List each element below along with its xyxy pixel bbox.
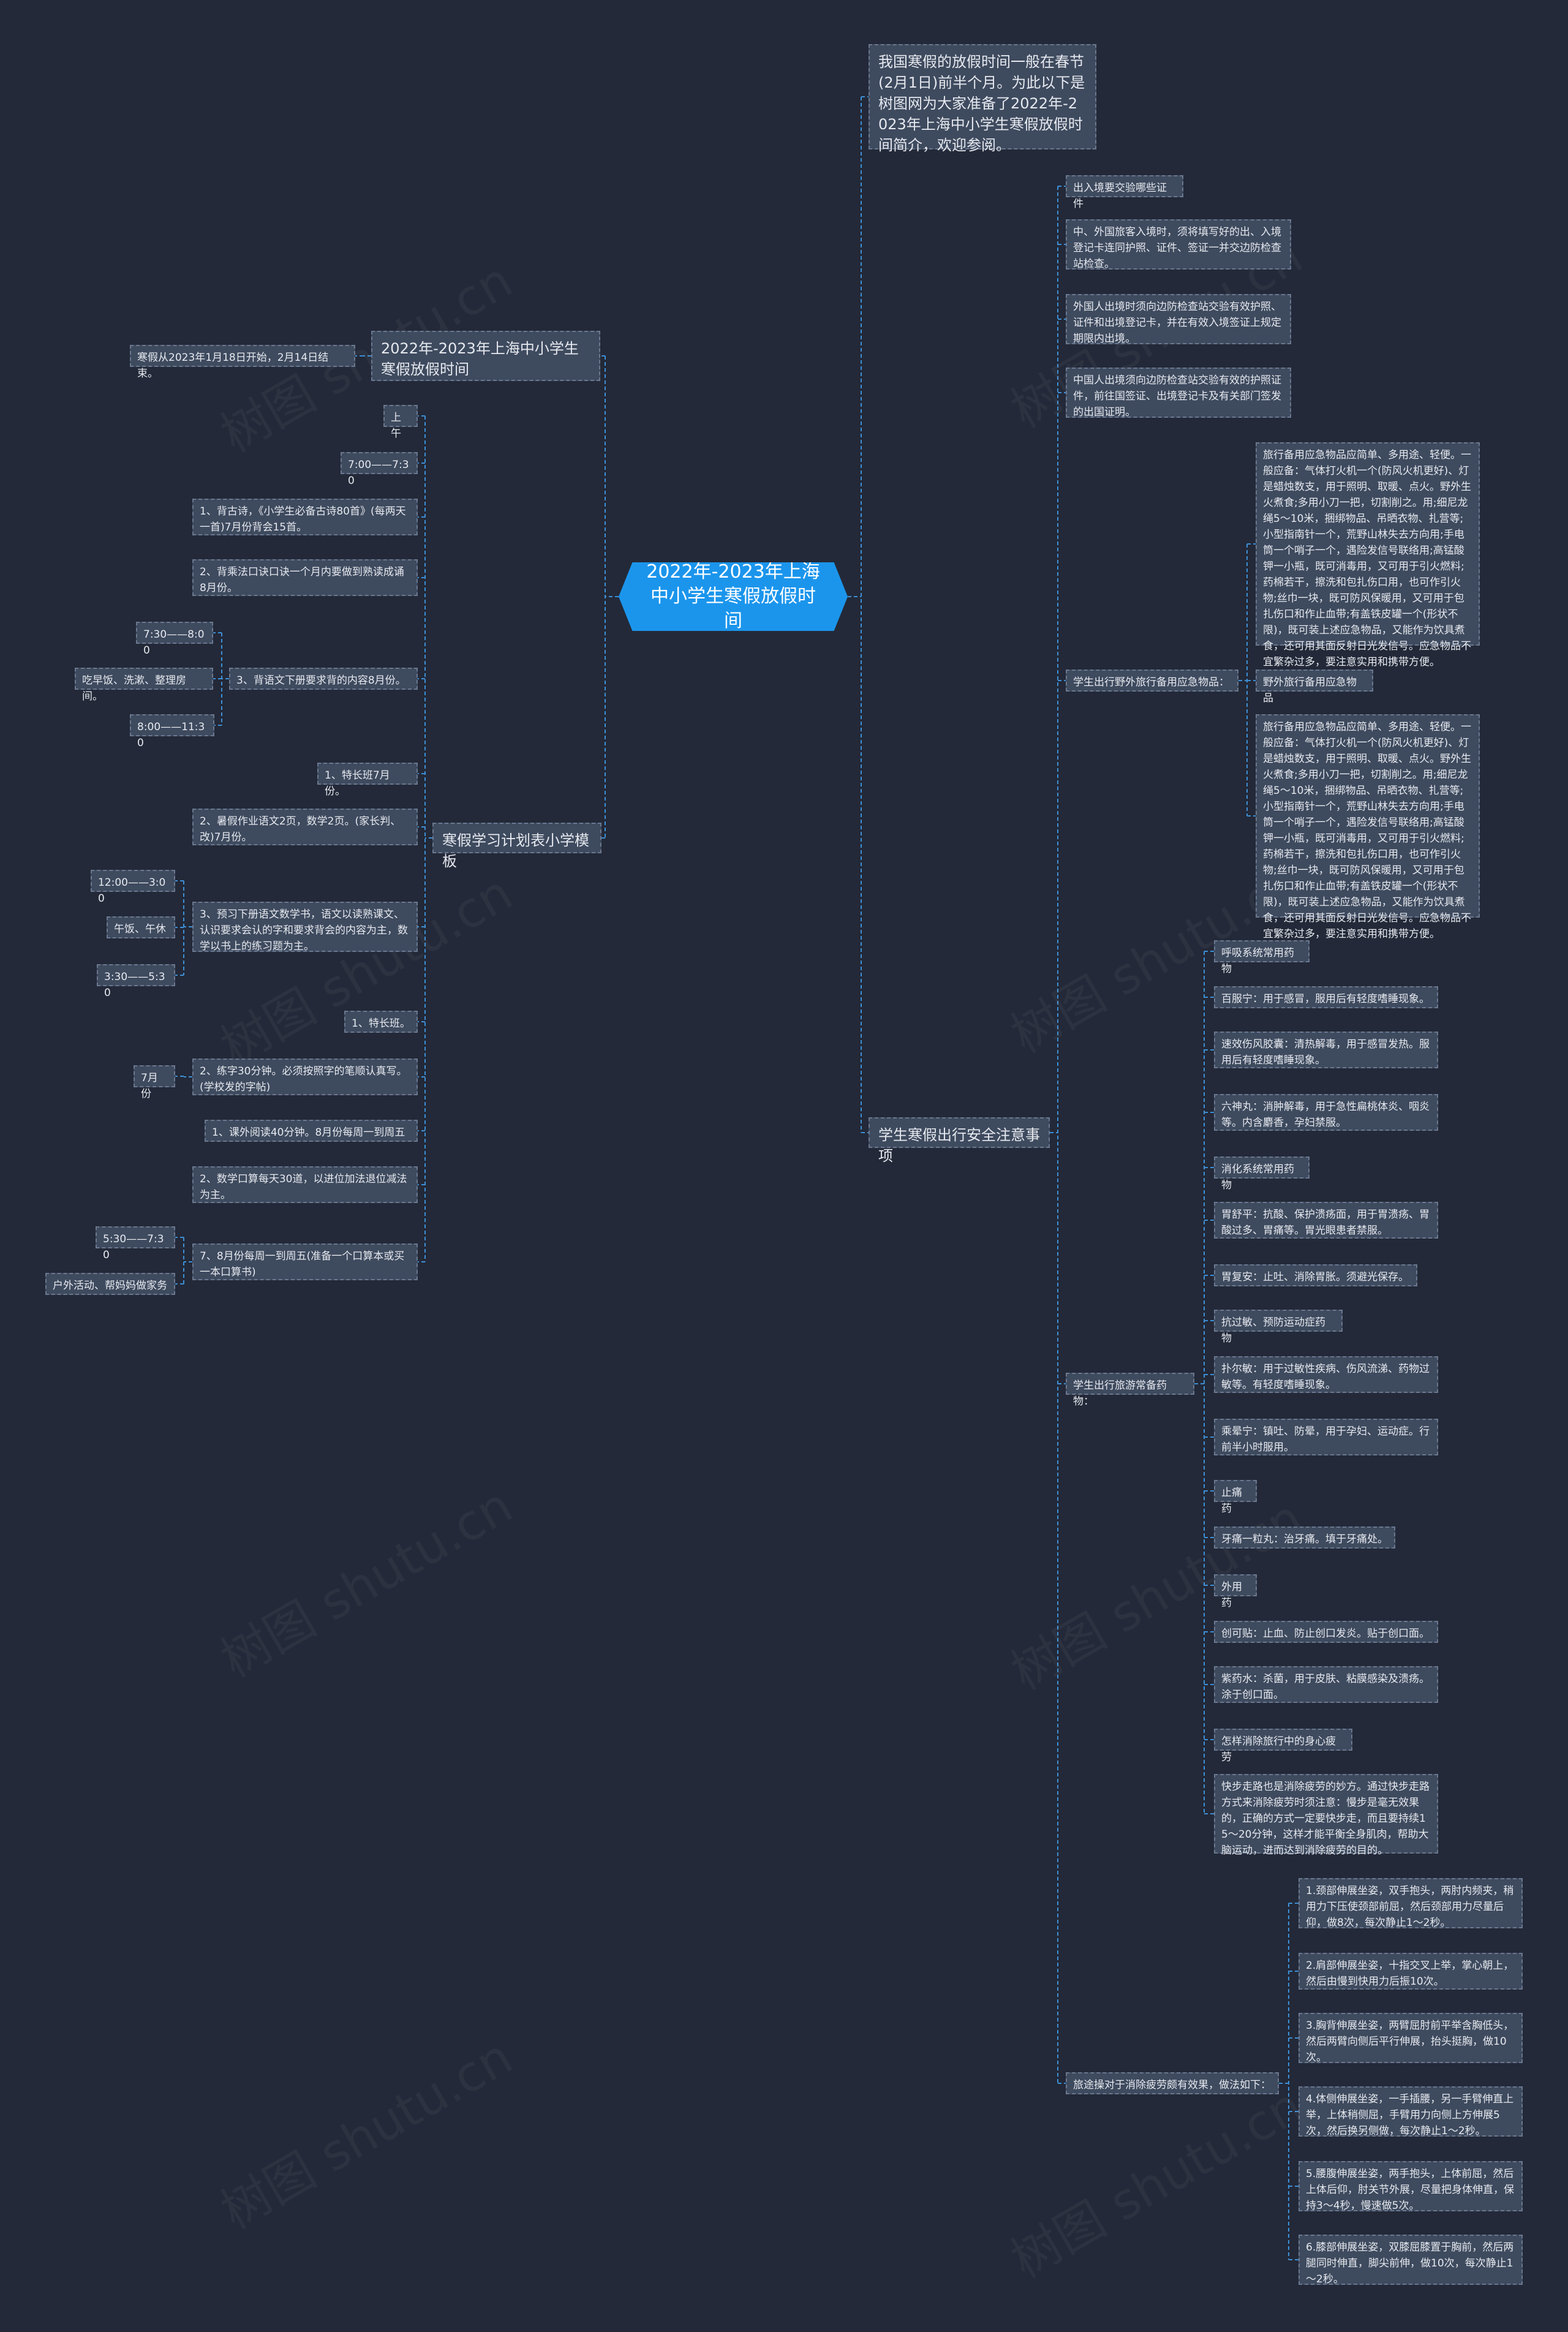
medicine-item[interactable]: 六神丸：消肿解毒，用于急性扁桃体炎、咽炎等。内含麝香，孕妇禁服。 xyxy=(1214,1094,1438,1131)
medicine-item[interactable]: 百服宁：用于感冒，服用后有轻度嗜睡现象。 xyxy=(1214,986,1438,1008)
plan-item[interactable]: 1、特长班。 xyxy=(344,1011,418,1033)
medicine-item[interactable]: 止痛药 xyxy=(1214,1480,1257,1515)
emergency-item[interactable]: 旅行备用应急物品应简单、多用途、轻便。一般应备：气体打火机一个(防风火机更好)、… xyxy=(1256,442,1480,668)
plan-subitem[interactable]: 7月份 xyxy=(134,1065,175,1100)
plan-subitem[interactable]: 12:00——3:00 xyxy=(91,870,175,905)
plan-item[interactable]: 7、8月份每周一到周五(准备一个口算本或买一本口算书) xyxy=(192,1243,418,1280)
safety-item[interactable]: 中国人出境须向边防检查站交验有效的护照证件，前往国签证、出境登记卡及有关部门签发… xyxy=(1066,368,1291,418)
watermark: 树图 shutu.cn xyxy=(206,1467,524,1691)
watermark: 树图 shutu.cn xyxy=(206,2018,524,2243)
medicine-item[interactable]: 紫药水：杀菌，用于皮肤、粘膜感染及溃疡。涂于创口面。 xyxy=(1214,1666,1438,1703)
safety-topic[interactable]: 学生寒假出行安全注意事项 xyxy=(869,1117,1050,1164)
safety-item[interactable]: 旅途操对于消除疲劳颇有效果，做法如下： xyxy=(1066,2072,1279,2094)
plan-subitem[interactable]: 午饭、午休 xyxy=(107,916,175,938)
medicine-item[interactable]: 快步走路也是消除疲劳的妙方。通过快步走路方式来消除疲劳时须注意：慢步是毫无效果的… xyxy=(1214,1774,1438,1857)
plan-item[interactable]: 上午 xyxy=(383,405,418,440)
plan-subitem[interactable]: 户外活动、帮妈妈做家务 xyxy=(45,1273,175,1295)
plan-item[interactable]: 2、数学口算每天30道，以进位加法退位减法为主。 xyxy=(192,1166,418,1203)
exercise-item[interactable]: 2.肩部伸展坐姿，十指交叉上举，掌心朝上，然后由慢到快用力后振10次。 xyxy=(1298,1953,1523,1990)
plan-subitem[interactable]: 8:00——11:30 xyxy=(130,714,214,749)
plan-subitem[interactable]: 3:30——5:30 xyxy=(97,964,175,999)
plan-item[interactable]: 1、课外阅读40分钟。8月份每周一到周五 xyxy=(205,1120,418,1142)
medicine-item[interactable]: 扑尔敏：用于过敏性疾病、伤风流涕、药物过敏等。有轻度嗜睡现象。 xyxy=(1214,1356,1438,1393)
medicine-item[interactable]: 创可贴：止血、防止创口发炎。贴于创口面。 xyxy=(1214,1621,1438,1643)
plan-subitem[interactable]: 7:30——8:00 xyxy=(136,622,213,657)
medicine-item[interactable]: 消化系统常用药物 xyxy=(1214,1157,1310,1191)
study-plan-topic[interactable]: 寒假学习计划表小学模板 xyxy=(432,823,601,870)
medicine-item[interactable]: 胃复安：止吐、消除胃胀。须避光保存。 xyxy=(1214,1264,1417,1286)
plan-item[interactable]: 3、预习下册语文数学书，语文以读熟课文、认识要求会认的字和要求背会的内容为主，数… xyxy=(192,902,418,953)
exercise-item[interactable]: 3.胸背伸展坐姿，两臂屈肘前平举含胸低头，然后两臂向侧后平行伸展，抬头挺胸，做1… xyxy=(1298,2013,1523,2064)
medicine-item[interactable]: 呼吸系统常用药物 xyxy=(1214,940,1310,975)
plan-subitem[interactable]: 5:30——7:30 xyxy=(96,1226,175,1261)
plan-item[interactable]: 3、背语文下册要求背的内容8月份。 xyxy=(229,668,418,690)
intro-node[interactable]: 我国寒假的放假时间一般在春节(2月1日)前半个月。为此以下是树图网为大家准备了2… xyxy=(869,44,1096,154)
medicine-item[interactable]: 胃舒平：抗酸、保护溃疡面，用于胃溃疡、胃酸过多、胃痛等。胃光眼患者禁服。 xyxy=(1214,1202,1438,1239)
watermark: 树图 shutu.cn xyxy=(206,855,524,1079)
medicine-item[interactable]: 怎样消除旅行中的身心疲劳 xyxy=(1214,1729,1352,1764)
watermark: 树图 shutu.cn xyxy=(997,2067,1314,2292)
emergency-item[interactable]: 野外旅行备用应急物品 xyxy=(1256,670,1373,704)
safety-item[interactable]: 出入境要交验哪些证件 xyxy=(1066,175,1183,210)
safety-item[interactable]: 中、外国旅客入境时，须将填写好的出、入境登记卡连同护照、证件、签证一并交边防检查… xyxy=(1066,219,1291,270)
plan-item[interactable]: 1、背古诗，《小学生必备古诗80首》(每两天一首)7月份背会15首。 xyxy=(192,499,418,535)
plan-item[interactable]: 2、暑假作业语文2页，数学2页。(家长判、改)7月份。 xyxy=(192,809,418,845)
exercise-item[interactable]: 1.颈部伸展坐姿，双手抱头，两肘内频夹，稍用力下压使颈部前屈，然后颈部用力尽量后… xyxy=(1298,1878,1523,1929)
safety-item[interactable]: 外国人出境时须向边防检查站交验有效护照、证件和出境登记卡，并在有效入境签证上规定… xyxy=(1066,294,1291,345)
safety-item[interactable]: 学生出行旅游常备药物： xyxy=(1066,1373,1194,1408)
holiday-date[interactable]: 寒假从2023年1月18日开始，2月14日结束。 xyxy=(130,345,355,380)
medicine-item[interactable]: 乘晕宁：镇吐、防晕，用于孕妇、运动症。行前半小时服用。 xyxy=(1214,1419,1438,1455)
medicine-item[interactable]: 牙痛一粒丸：治牙痛。填于牙痛处。 xyxy=(1214,1526,1395,1549)
plan-item[interactable]: 7:00——7:30 xyxy=(341,452,418,487)
medicine-item[interactable]: 外用药 xyxy=(1214,1574,1257,1609)
plan-item[interactable]: 2、练字30分钟。必须按照字的笔顺认真写。(学校发的字帖) xyxy=(192,1058,418,1095)
exercise-item[interactable]: 5.腰腹伸展坐姿，两手抱头，上体前屈，然后上体后仰，肘关节外展，尽量把身体伸直，… xyxy=(1298,2161,1523,2212)
holiday-topic[interactable]: 2022年-2023年上海中小学生寒假放假时间 xyxy=(371,331,600,381)
medicine-item[interactable]: 抗过敏、预防运动症药物 xyxy=(1214,1310,1343,1345)
exercise-item[interactable]: 6.膝部伸展坐姿，双膝屈膝置于胸前，然后两腿同时伸直，脚尖前伸，做10次，每次静… xyxy=(1298,2235,1523,2285)
plan-subitem[interactable]: 吃早饭、洗漱、整理房间。 xyxy=(75,668,213,703)
emergency-item[interactable]: 旅行备用应急物品应简单、多用途、轻便。一般应备：气体打火机一个(防风火机更好)、… xyxy=(1256,714,1480,940)
medicine-item[interactable]: 速效伤风胶囊：清热解毒，用于感冒发热。服用后有轻度嗜睡现象。 xyxy=(1214,1032,1438,1068)
exercise-item[interactable]: 4.体侧伸展坐姿，一手插腰，另一手臂伸直上举，上体稍侧屈，手臂用力向侧上方伸展5… xyxy=(1298,2086,1523,2137)
center-topic[interactable]: 2022年-2023年上海中小学生寒假放假时间 xyxy=(619,562,848,631)
plan-item[interactable]: 1、特长班7月份。 xyxy=(317,763,418,798)
plan-item[interactable]: 2、背乘法口诀口诀一个月内要做到熟读成诵8月份。 xyxy=(192,559,418,596)
safety-item[interactable]: 学生出行野外旅行备用应急物品： xyxy=(1066,670,1238,692)
